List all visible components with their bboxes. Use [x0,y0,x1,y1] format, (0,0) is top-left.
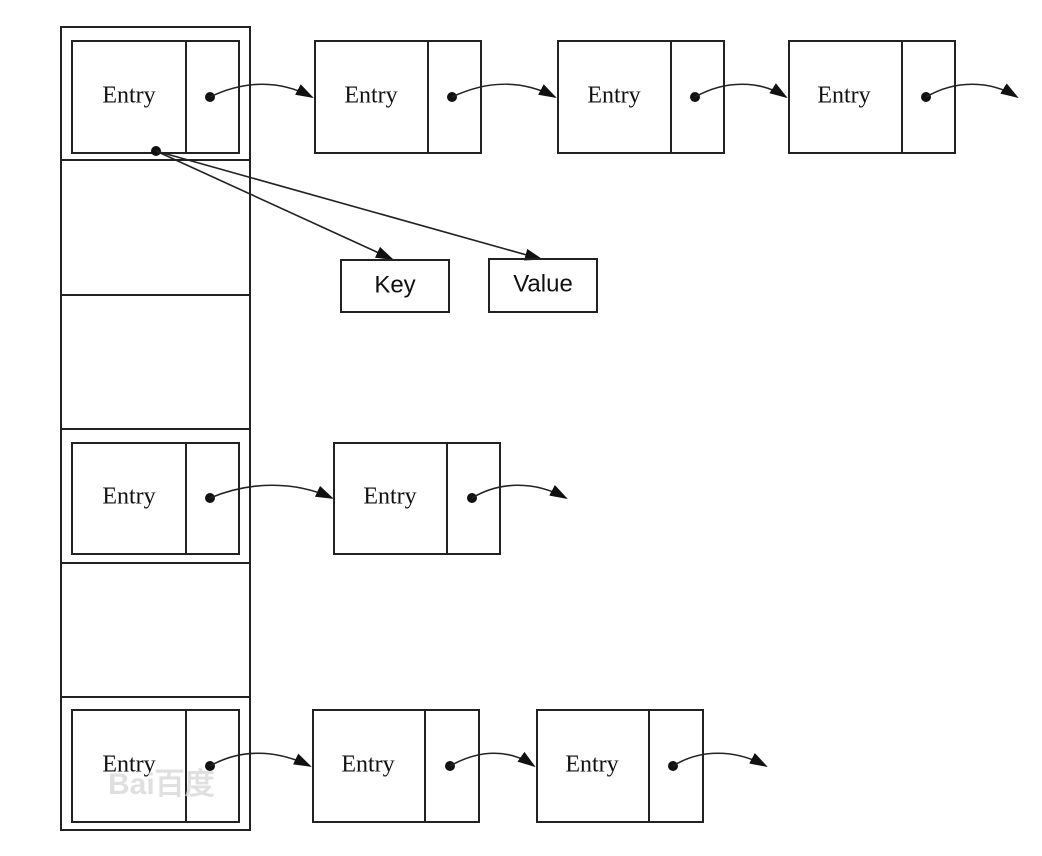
entry-node: Entry [312,709,480,823]
entry-node: Entry [314,40,482,154]
entry-label: Entry [341,752,394,778]
entry-node: Entry [71,709,240,823]
next-arrow [449,751,536,768]
watermark: Bai百度 [108,768,215,801]
next-arrow [209,484,334,499]
entry-label: Entry [102,752,155,778]
entry-label: Entry [102,484,155,510]
next-arrow [209,83,314,98]
entry-label: Entry [565,752,618,778]
entry-label: Entry [817,83,870,109]
key-box: Key [340,259,450,313]
value-arrow [155,150,543,261]
bucket-array [60,26,251,831]
next-arrow [471,484,568,499]
entry-node: Entry [557,40,725,154]
entry-label: Entry [363,484,416,510]
value-label: Value [513,270,573,297]
entry-node: Entry [536,709,704,823]
key-label: Key [374,271,415,298]
next-arrow [925,83,1019,99]
entry-node: Entry [333,442,501,555]
next-arrow [672,752,768,767]
entry-label: Entry [587,83,640,109]
next-arrow [694,83,788,99]
value-box: Value [488,258,598,313]
entry-node: Entry [71,40,240,154]
key-arrow [155,150,394,260]
entry-label: Entry [344,83,397,109]
entry-label: Entry [102,83,155,109]
next-arrow [451,83,557,98]
entry-node: Entry [71,442,240,555]
next-arrow [209,752,312,767]
entry-node: Entry [788,40,956,154]
